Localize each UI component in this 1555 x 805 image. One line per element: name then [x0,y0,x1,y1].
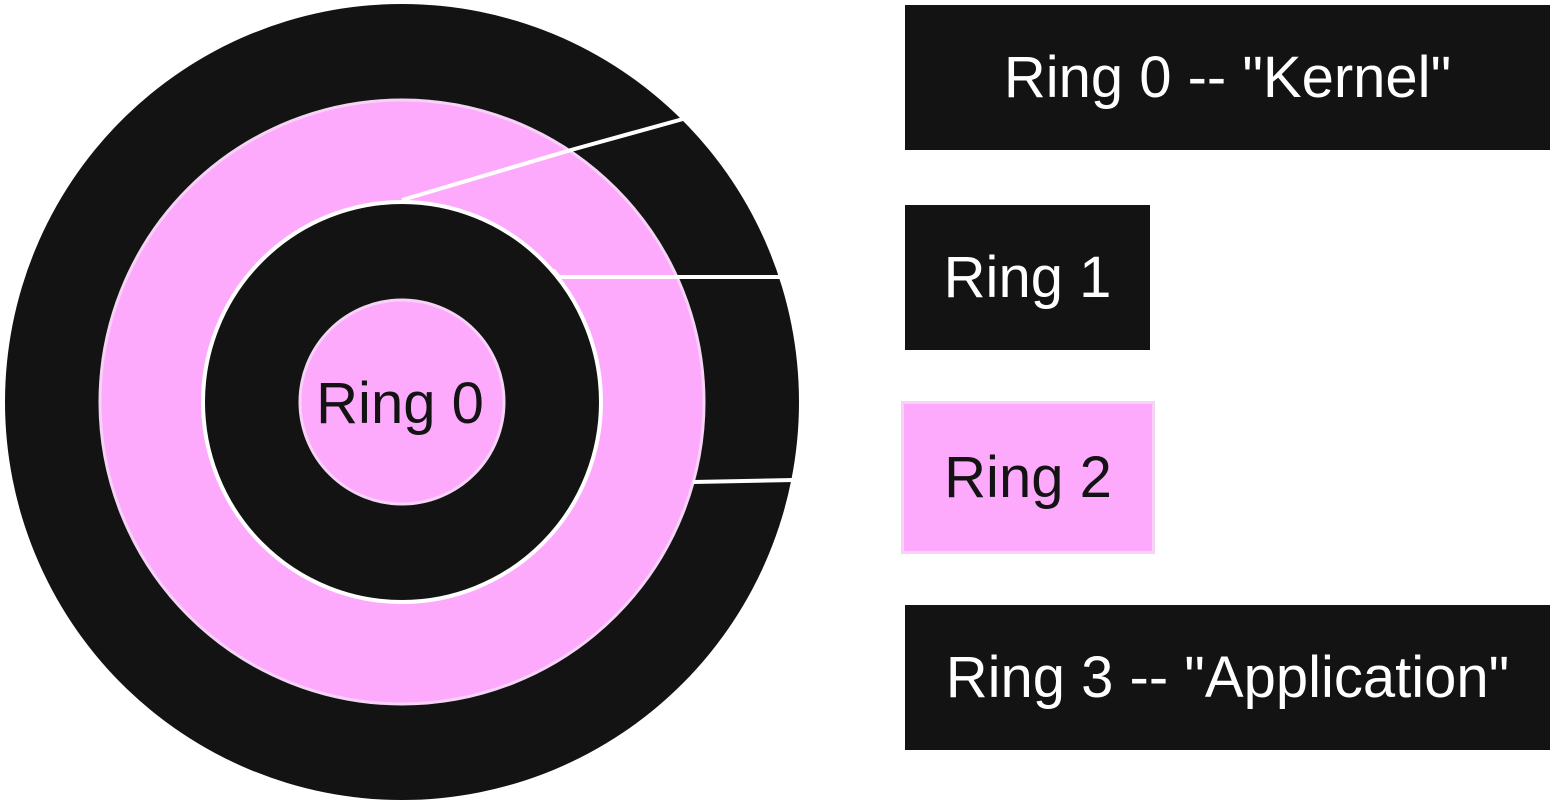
connector-line-ring-0 [401,117,684,202]
legend-ring-0-kernel: Ring 0 -- "Kernel" [905,5,1550,150]
legend-ring-0-label: Ring 0 -- "Kernel" [1003,45,1452,110]
legend-ring-2-label: Ring 2 [944,445,1112,510]
legend-ring-3-application: Ring 3 -- "Application" [905,605,1550,750]
ring-0-circle [298,298,506,506]
protection-rings-diagram: Ring 0 [5,4,799,800]
connector-line-ring-2 [692,478,794,484]
legend-ring-1-label: Ring 1 [943,245,1112,310]
legend-ring-2: Ring 2 [901,401,1155,554]
ring-0-center-label: Ring 0 [316,371,484,436]
legend-ring-1: Ring 1 [905,205,1150,350]
legend-ring-3-label: Ring 3 -- "Application" [945,645,1510,710]
connector-line-ring-1 [551,268,780,279]
